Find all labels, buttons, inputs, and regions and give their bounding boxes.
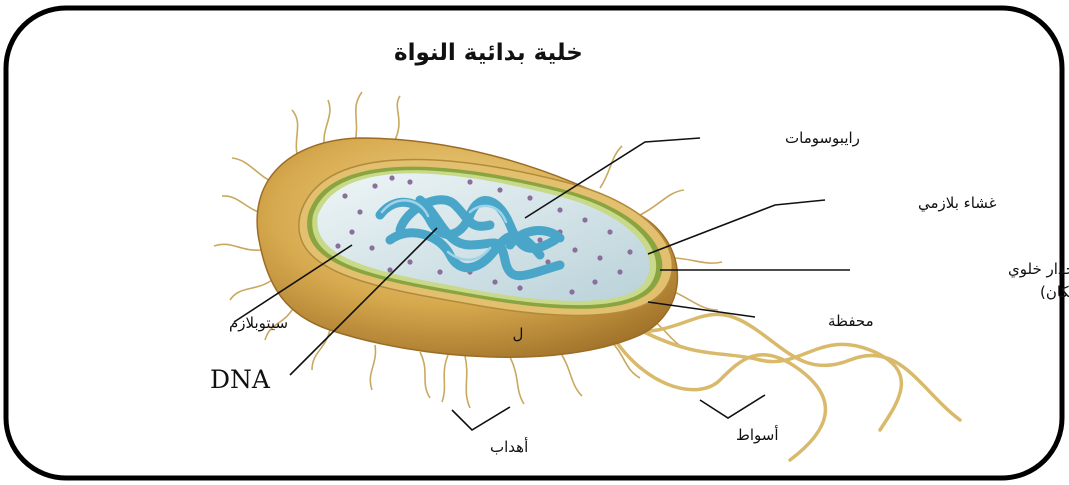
label-cell-wall: جدار خلوي [1008,260,1069,279]
label-pili: أهداب [490,437,528,456]
label-peptidoglycan: (ببتيدوجلايكان) [1040,283,1069,301]
label-capsule: محفظة [828,312,874,330]
label-cytoplasm: سيتوبلازم [229,314,288,332]
diagram-title: خلية بدائية النواة [394,40,583,66]
label-ribosomes: رايبوسومات [785,129,860,147]
label-fragment: ل [513,325,524,343]
label-dna: DNA [210,365,271,394]
label-plasma-membrane: غشاء بلازمي [918,194,997,213]
label-flagella: أسواط [736,425,779,444]
